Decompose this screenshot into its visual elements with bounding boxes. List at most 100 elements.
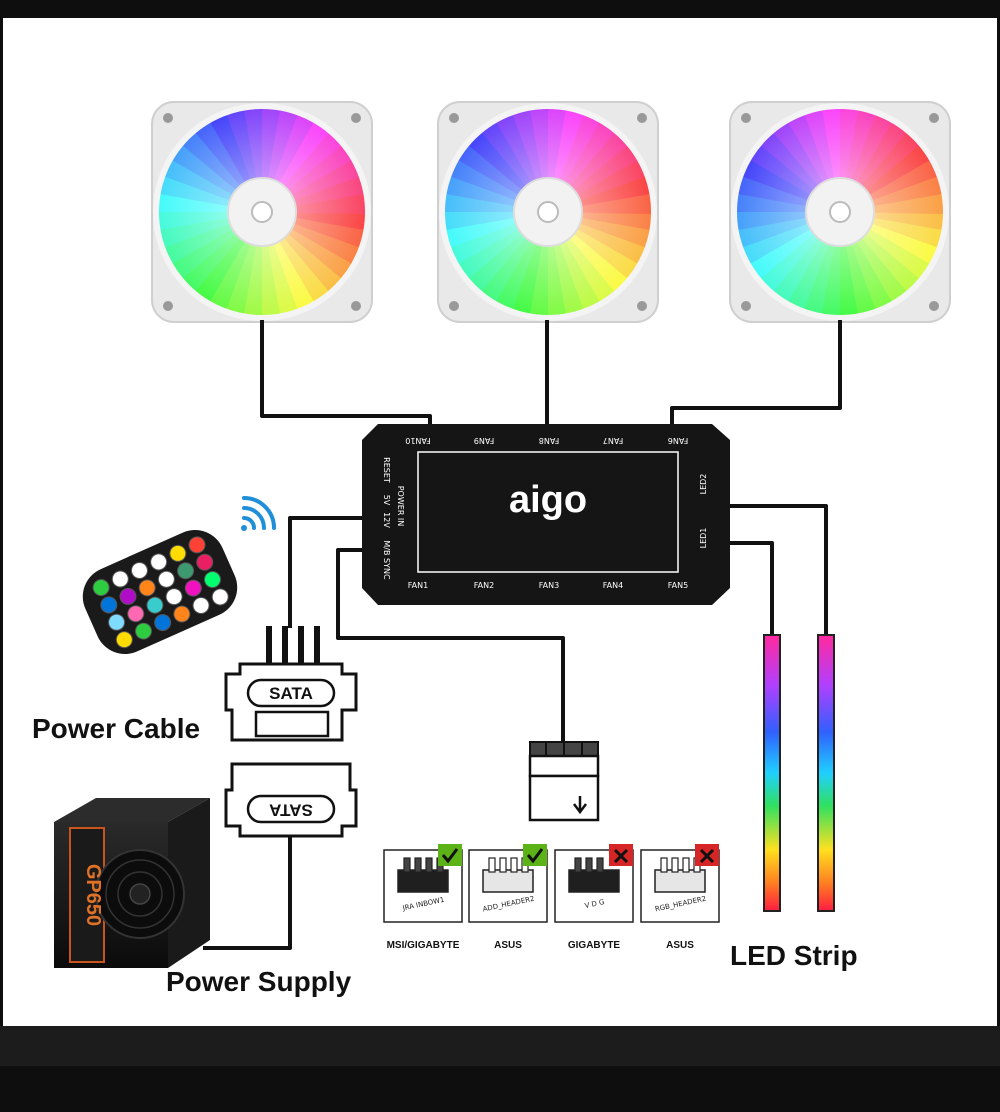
screw-hole: [351, 113, 361, 123]
fan-3: [729, 101, 951, 323]
screw-hole: [637, 113, 647, 123]
label-led-strip: LED Strip: [730, 940, 858, 971]
header-name: ASUS: [494, 940, 522, 951]
screw-hole: [163, 301, 173, 311]
cables: [203, 320, 842, 950]
psu-cable: [203, 830, 292, 950]
remote-button: [115, 631, 133, 649]
power-in-cable: [288, 516, 365, 628]
led-strips: [763, 634, 835, 912]
remote-button: [119, 587, 137, 605]
bottom-bar: [0, 1026, 1000, 1066]
remote-button: [165, 588, 183, 606]
port-led2: LED2: [699, 474, 708, 495]
remote-button: [157, 570, 175, 588]
mb-sync-cable: [336, 548, 565, 742]
header-name: GIGABYTE: [568, 940, 621, 951]
led-strip-1: [765, 636, 779, 910]
remote-button: [173, 605, 191, 623]
psu-model-label: GP650: [82, 864, 104, 926]
port-fan5: FAN5: [668, 581, 688, 590]
argb-connector: [528, 741, 600, 822]
remote-button: [150, 553, 168, 571]
remote-button: [146, 596, 164, 614]
port-fan7: FAN7: [603, 436, 623, 445]
led1-cable: [725, 541, 774, 634]
led2-cable: [725, 504, 828, 634]
label-mb-sync: M/B SYNC: [382, 540, 391, 580]
header-pin-label: V D G: [584, 898, 605, 910]
screw-hole: [929, 113, 939, 123]
screw-hole: [163, 113, 173, 123]
remote-button: [169, 544, 187, 562]
power-supply-unit: GP650: [54, 798, 210, 968]
label-reset: RESET: [382, 457, 391, 483]
hub-body: [362, 424, 730, 605]
remote-control: [82, 529, 238, 655]
port-fan10: FAN10: [405, 436, 431, 445]
screw-hole: [351, 301, 361, 311]
screw-hole: [449, 301, 459, 311]
screw-hole: [637, 301, 647, 311]
remote-button: [130, 561, 148, 579]
hub-panel: [417, 451, 679, 573]
fan1-cable: [260, 320, 432, 430]
remote-button: [188, 536, 206, 554]
label-power-in: POWER IN: [396, 486, 405, 527]
sata-connector-bottom: SATA: [224, 762, 358, 838]
port-led1: LED1: [699, 528, 708, 549]
remote-button: [127, 605, 145, 623]
port-fan1: FAN1: [408, 581, 428, 590]
remote-button: [177, 562, 195, 580]
sata-label-bottom: SATA: [269, 801, 313, 820]
port-fan4: FAN4: [603, 581, 623, 590]
label-5v: 5V: [382, 495, 391, 506]
label-power-supply: Power Supply: [166, 966, 352, 997]
port-fan2: FAN2: [474, 581, 494, 590]
screw-hole: [449, 113, 459, 123]
remote-button: [134, 622, 152, 640]
label-12v: 12V: [382, 512, 391, 528]
remote-button: [92, 579, 110, 597]
remote-button: [192, 596, 210, 614]
port-fan6: FAN6: [668, 436, 688, 445]
controller-hub: aigo FAN10 FAN9 FAN8 FAN7 FAN6 FAN1 FAN2…: [362, 424, 730, 605]
label-power-cable: Power Cable: [32, 713, 200, 744]
remote-button: [111, 570, 129, 588]
screw-hole: [741, 113, 751, 123]
port-fan8: FAN8: [539, 436, 559, 445]
sata-label-top: SATA: [269, 684, 313, 703]
header-name: ASUS: [666, 940, 694, 951]
remote-button: [184, 579, 202, 597]
header-name: MSI/GIGABYTE: [387, 940, 460, 951]
fan-2: [437, 101, 659, 323]
screw-hole: [741, 301, 751, 311]
fan3-cable: [670, 320, 842, 430]
remote-button: [196, 553, 214, 571]
remote-buttons: [92, 536, 229, 649]
header-3: V D G GIGABYTE: [554, 844, 634, 951]
remote-button: [108, 613, 126, 631]
remote-button: [100, 596, 118, 614]
arrow-down-icon: [573, 796, 587, 815]
hub-brand: aigo: [509, 479, 587, 521]
remote-button: [138, 579, 156, 597]
port-fan9: FAN9: [474, 436, 494, 445]
check-icon: [523, 844, 547, 866]
sata-connector-top: SATA: [224, 626, 358, 742]
port-fan3: FAN3: [539, 581, 559, 590]
check-icon: [438, 844, 462, 866]
remote-button: [203, 571, 221, 589]
remote-button: [154, 614, 172, 632]
fan-1: [151, 101, 373, 323]
screw-hole: [929, 301, 939, 311]
fans: [151, 101, 951, 323]
wireless-icon: [241, 496, 276, 531]
led-strip-2: [819, 636, 833, 910]
